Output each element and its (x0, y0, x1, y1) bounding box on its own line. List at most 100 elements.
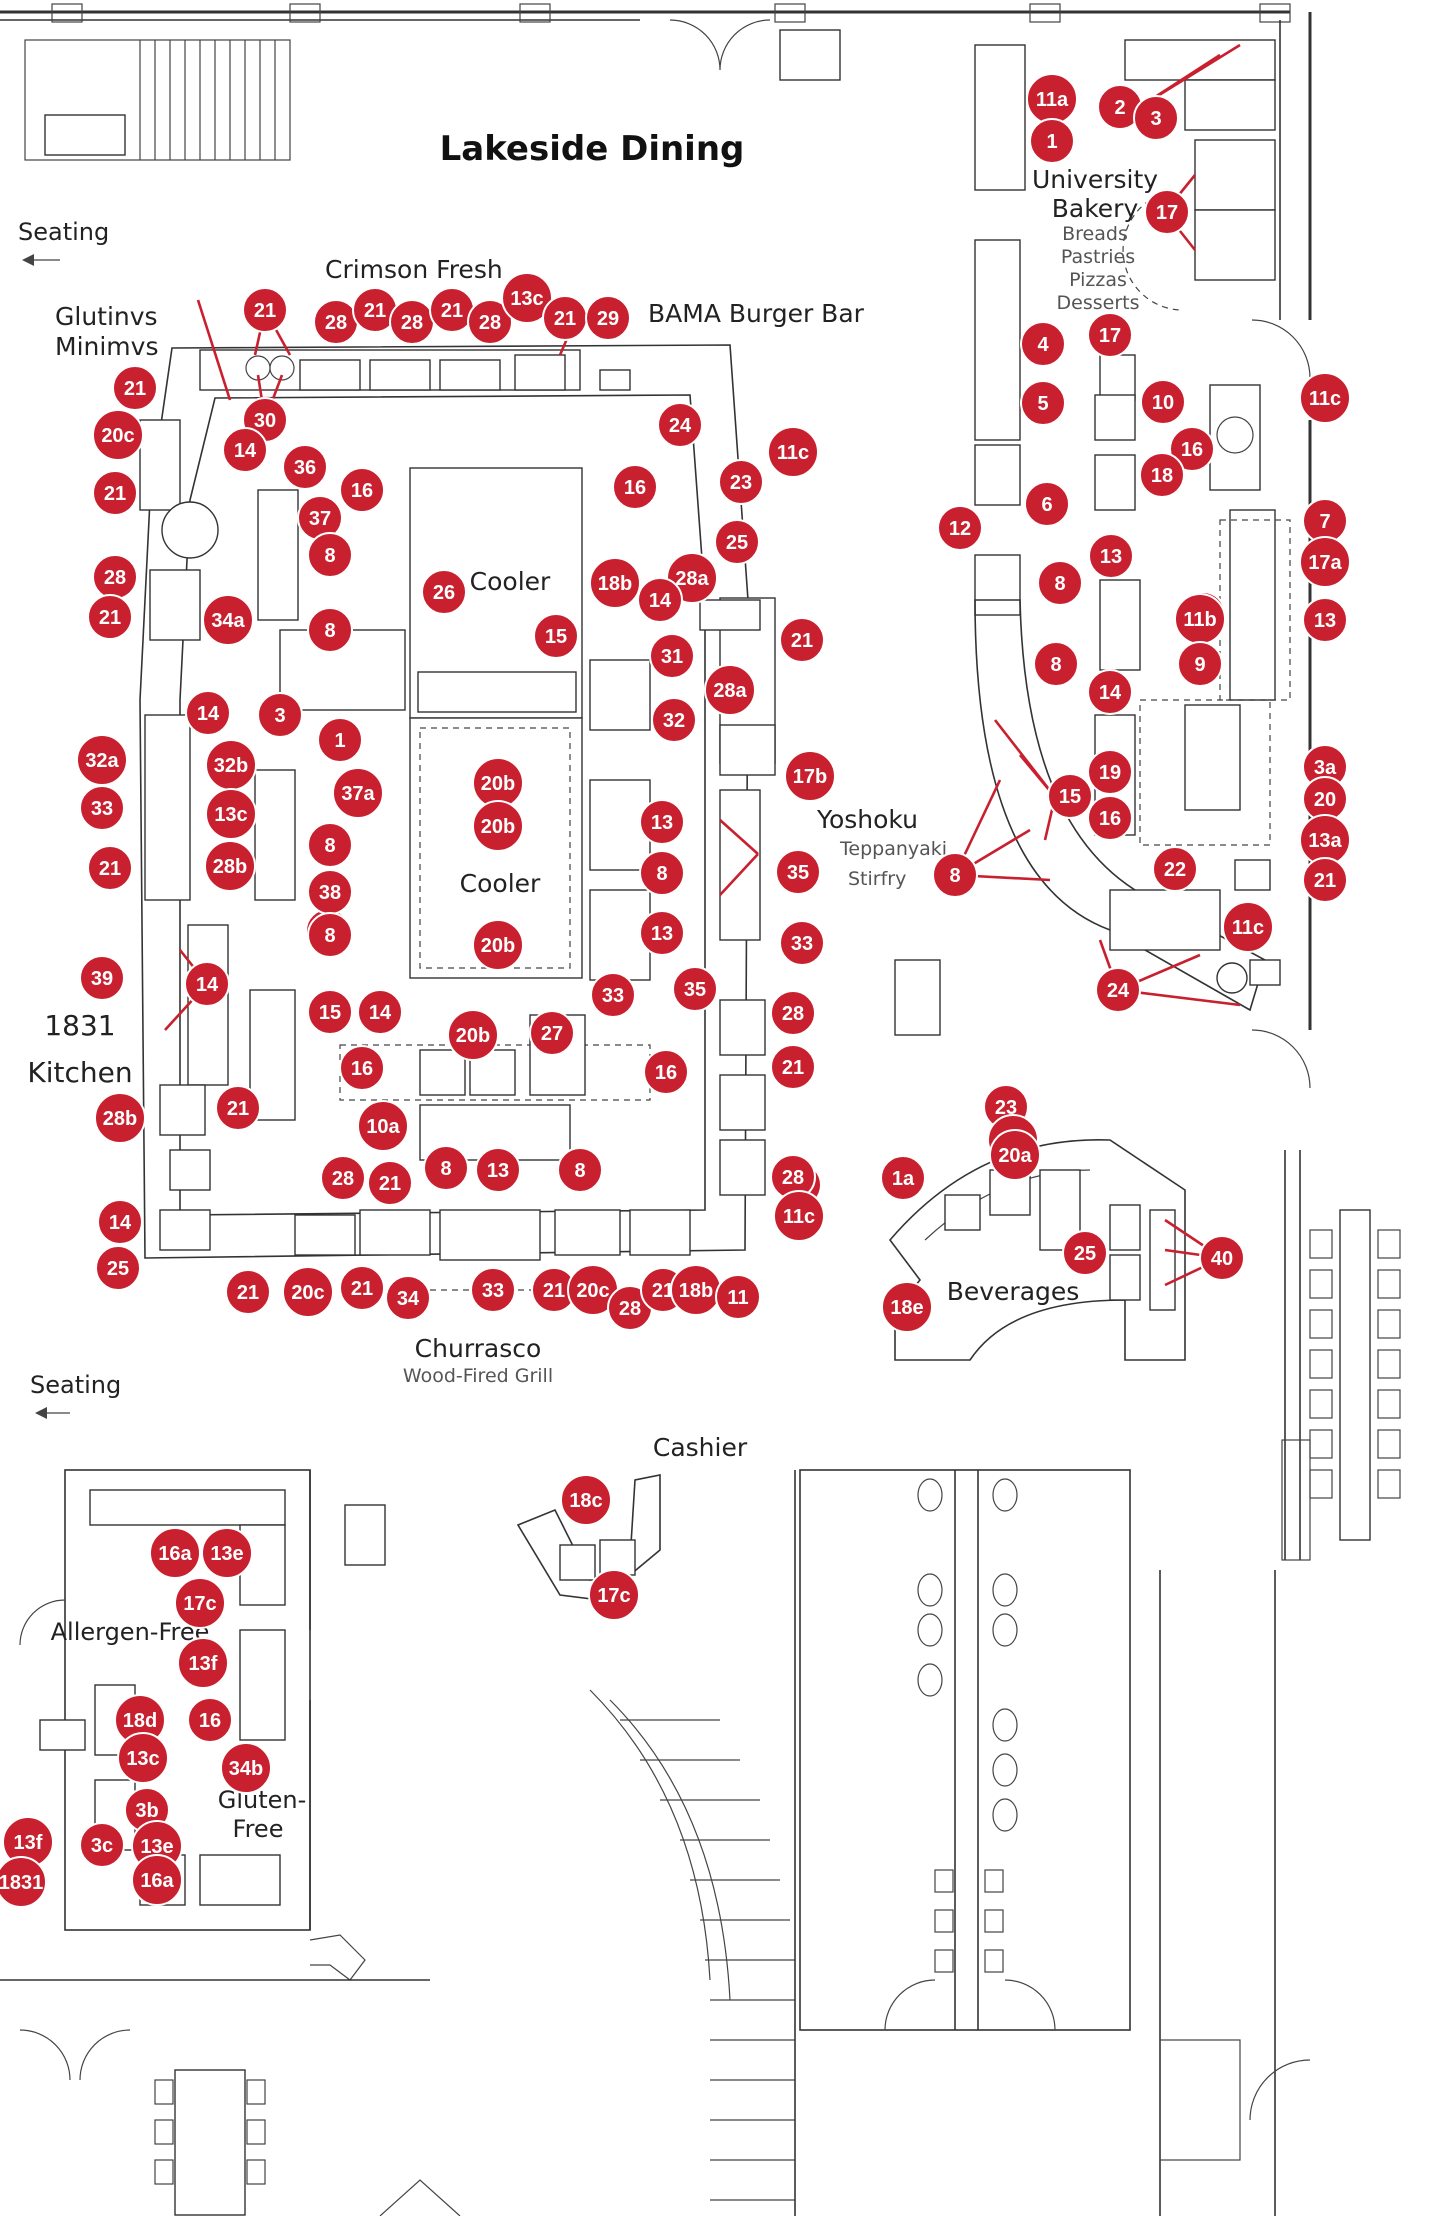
equipment-marker-label: 21 (104, 483, 126, 505)
equipment-marker-label: 17b (793, 766, 827, 788)
area-labels: Lakeside Dining Seating Crimson Fresh Gl… (18, 129, 1158, 1843)
equipment-marker: 19 (1087, 749, 1133, 795)
equipment-marker-label: 15 (545, 626, 567, 648)
equipment-marker-label: 10 (1152, 392, 1174, 414)
equipment-marker-label: 11c (777, 442, 809, 464)
equipment-marker-label: 34b (229, 1758, 263, 1780)
equipment-marker: 32b (205, 739, 257, 791)
equipment-marker: 28a (704, 664, 756, 716)
equipment-marker: 25 (1062, 1230, 1108, 1276)
equipment-marker: 11c (1222, 901, 1274, 953)
equipment-marker-label: 20b (456, 1025, 490, 1047)
equipment-marker-label: 21 (237, 1282, 259, 1304)
equipment-marker: 11b (1174, 593, 1226, 645)
equipment-marker: 34 (385, 1275, 431, 1321)
equipment-marker-label: 13 (1100, 546, 1122, 568)
equipment-marker: 11a (1026, 73, 1078, 125)
equipment-marker: 16 (1087, 795, 1133, 841)
equipment-marker: 21 (215, 1085, 261, 1131)
equipment-marker: 3 (257, 692, 303, 738)
equipment-marker: 13 (639, 799, 685, 845)
equipment-marker: 20b (472, 757, 524, 809)
equipment-marker: 13f (177, 1637, 229, 1689)
equipment-marker-label: 18b (598, 573, 632, 595)
equipment-marker: 18d (114, 1694, 166, 1746)
equipment-marker-label: 32 (663, 710, 685, 732)
equipment-marker: 15 (533, 613, 579, 659)
equipment-marker-label: 20c (291, 1282, 324, 1304)
equipment-marker-label: 32b (214, 755, 248, 777)
seating-label-top: Seating (18, 218, 109, 246)
equipment-marker: 31 (649, 633, 695, 679)
equipment-marker: 21 (92, 470, 138, 516)
equipment-marker-label: 28 (104, 567, 126, 589)
equipment-marker-label: 16 (199, 1710, 221, 1732)
equipment-marker-label: 8 (1050, 654, 1061, 676)
equipment-marker-label: 15 (319, 1002, 341, 1024)
equipment-marker-label: 28 (325, 312, 347, 334)
equipment-marker: 28 (313, 299, 359, 345)
equipment-marker-label: 28 (782, 1167, 804, 1189)
equipment-marker: 21 (1302, 857, 1348, 903)
equipment-marker: 16a (131, 1854, 183, 1906)
equipment-marker-label: 13e (140, 1836, 173, 1858)
free-label: Free (233, 1815, 284, 1843)
equipment-marker: 13 (1302, 597, 1348, 643)
cashier-label: Cashier (653, 1433, 748, 1462)
equipment-marker: 17 (1087, 312, 1133, 358)
restrooms-stairs (589, 1469, 1311, 2216)
equipment-marker-label: 14 (109, 1212, 132, 1234)
equipment-marker-label: 28 (332, 1168, 354, 1190)
equipment-marker-label: 11 (727, 1287, 748, 1309)
equipment-marker: 16 (187, 1697, 233, 1743)
equipment-marker: 9 (1177, 641, 1223, 687)
equipment-marker-label: 14 (234, 440, 257, 462)
equipment-marker: 20c (567, 1264, 619, 1316)
equipment-marker: 1 (317, 717, 363, 763)
equipment-marker: 28 (607, 1285, 653, 1331)
equipment-marker-label: 21 (652, 1280, 674, 1302)
equipment-marker-label: 21 (1314, 870, 1336, 892)
equipment-marker-label: 8 (949, 865, 960, 887)
equipment-marker: 6 (1024, 481, 1070, 527)
equipment-marker-label: 17 (1156, 202, 1178, 224)
equipment-marker-label: 20b (481, 816, 515, 838)
equipment-marker: 34b (220, 1742, 272, 1794)
equipment-marker: 14 (222, 427, 268, 473)
teppanyaki-label: Teppanyaki (839, 838, 947, 860)
equipment-marker: 13c (501, 272, 553, 324)
equipment-marker-label: 25 (1074, 1243, 1096, 1265)
equipment-marker: 17c (588, 1569, 640, 1621)
equipment-marker-label: 1 (1046, 131, 1057, 153)
equipment-marker-label: 21 (364, 300, 386, 322)
equipment-marker-label: 20a (998, 1145, 1032, 1167)
equipment-marker: 16 (339, 1045, 385, 1091)
equipment-marker-label: 30 (254, 410, 276, 432)
kitchen-enclosure (139, 344, 776, 1291)
equipment-marker-label: 40 (1211, 1248, 1233, 1270)
equipment-marker: 1 (1029, 118, 1075, 164)
equipment-marker: 33 (470, 1267, 516, 1313)
equipment-marker-label: 11b (1183, 609, 1216, 631)
equipment-marker: 17b (784, 750, 836, 802)
equipment-marker-label: 18b (679, 1280, 713, 1302)
equipment-marker-label: 24 (1107, 980, 1130, 1002)
equipment-marker-label: 18d (123, 1710, 157, 1732)
equipment-marker-label: 3 (274, 705, 285, 727)
equipment-marker-label: 16 (655, 1062, 677, 1084)
equipment-marker: 11c (767, 426, 819, 478)
bakery-area (894, 20, 1291, 1036)
kitchen-1831-label: 1831 (44, 1009, 115, 1042)
equipment-marker-label: 36 (294, 457, 316, 479)
equipment-marker: 33 (779, 920, 825, 966)
equipment-marker: 8 (557, 1147, 603, 1193)
equipment-marker: 15 (307, 989, 353, 1035)
equipment-marker-label: 8 (656, 863, 667, 885)
equipment-marker: 26 (421, 569, 467, 615)
equipment-marker-label: 6 (1041, 494, 1052, 516)
equipment-marker: 21 (339, 1265, 385, 1311)
equipment-marker-label: 22 (1164, 859, 1186, 881)
equipment-marker: 21 (779, 617, 825, 663)
equipment-marker-label: 8 (324, 835, 335, 857)
equipment-marker: 8 (307, 607, 353, 653)
